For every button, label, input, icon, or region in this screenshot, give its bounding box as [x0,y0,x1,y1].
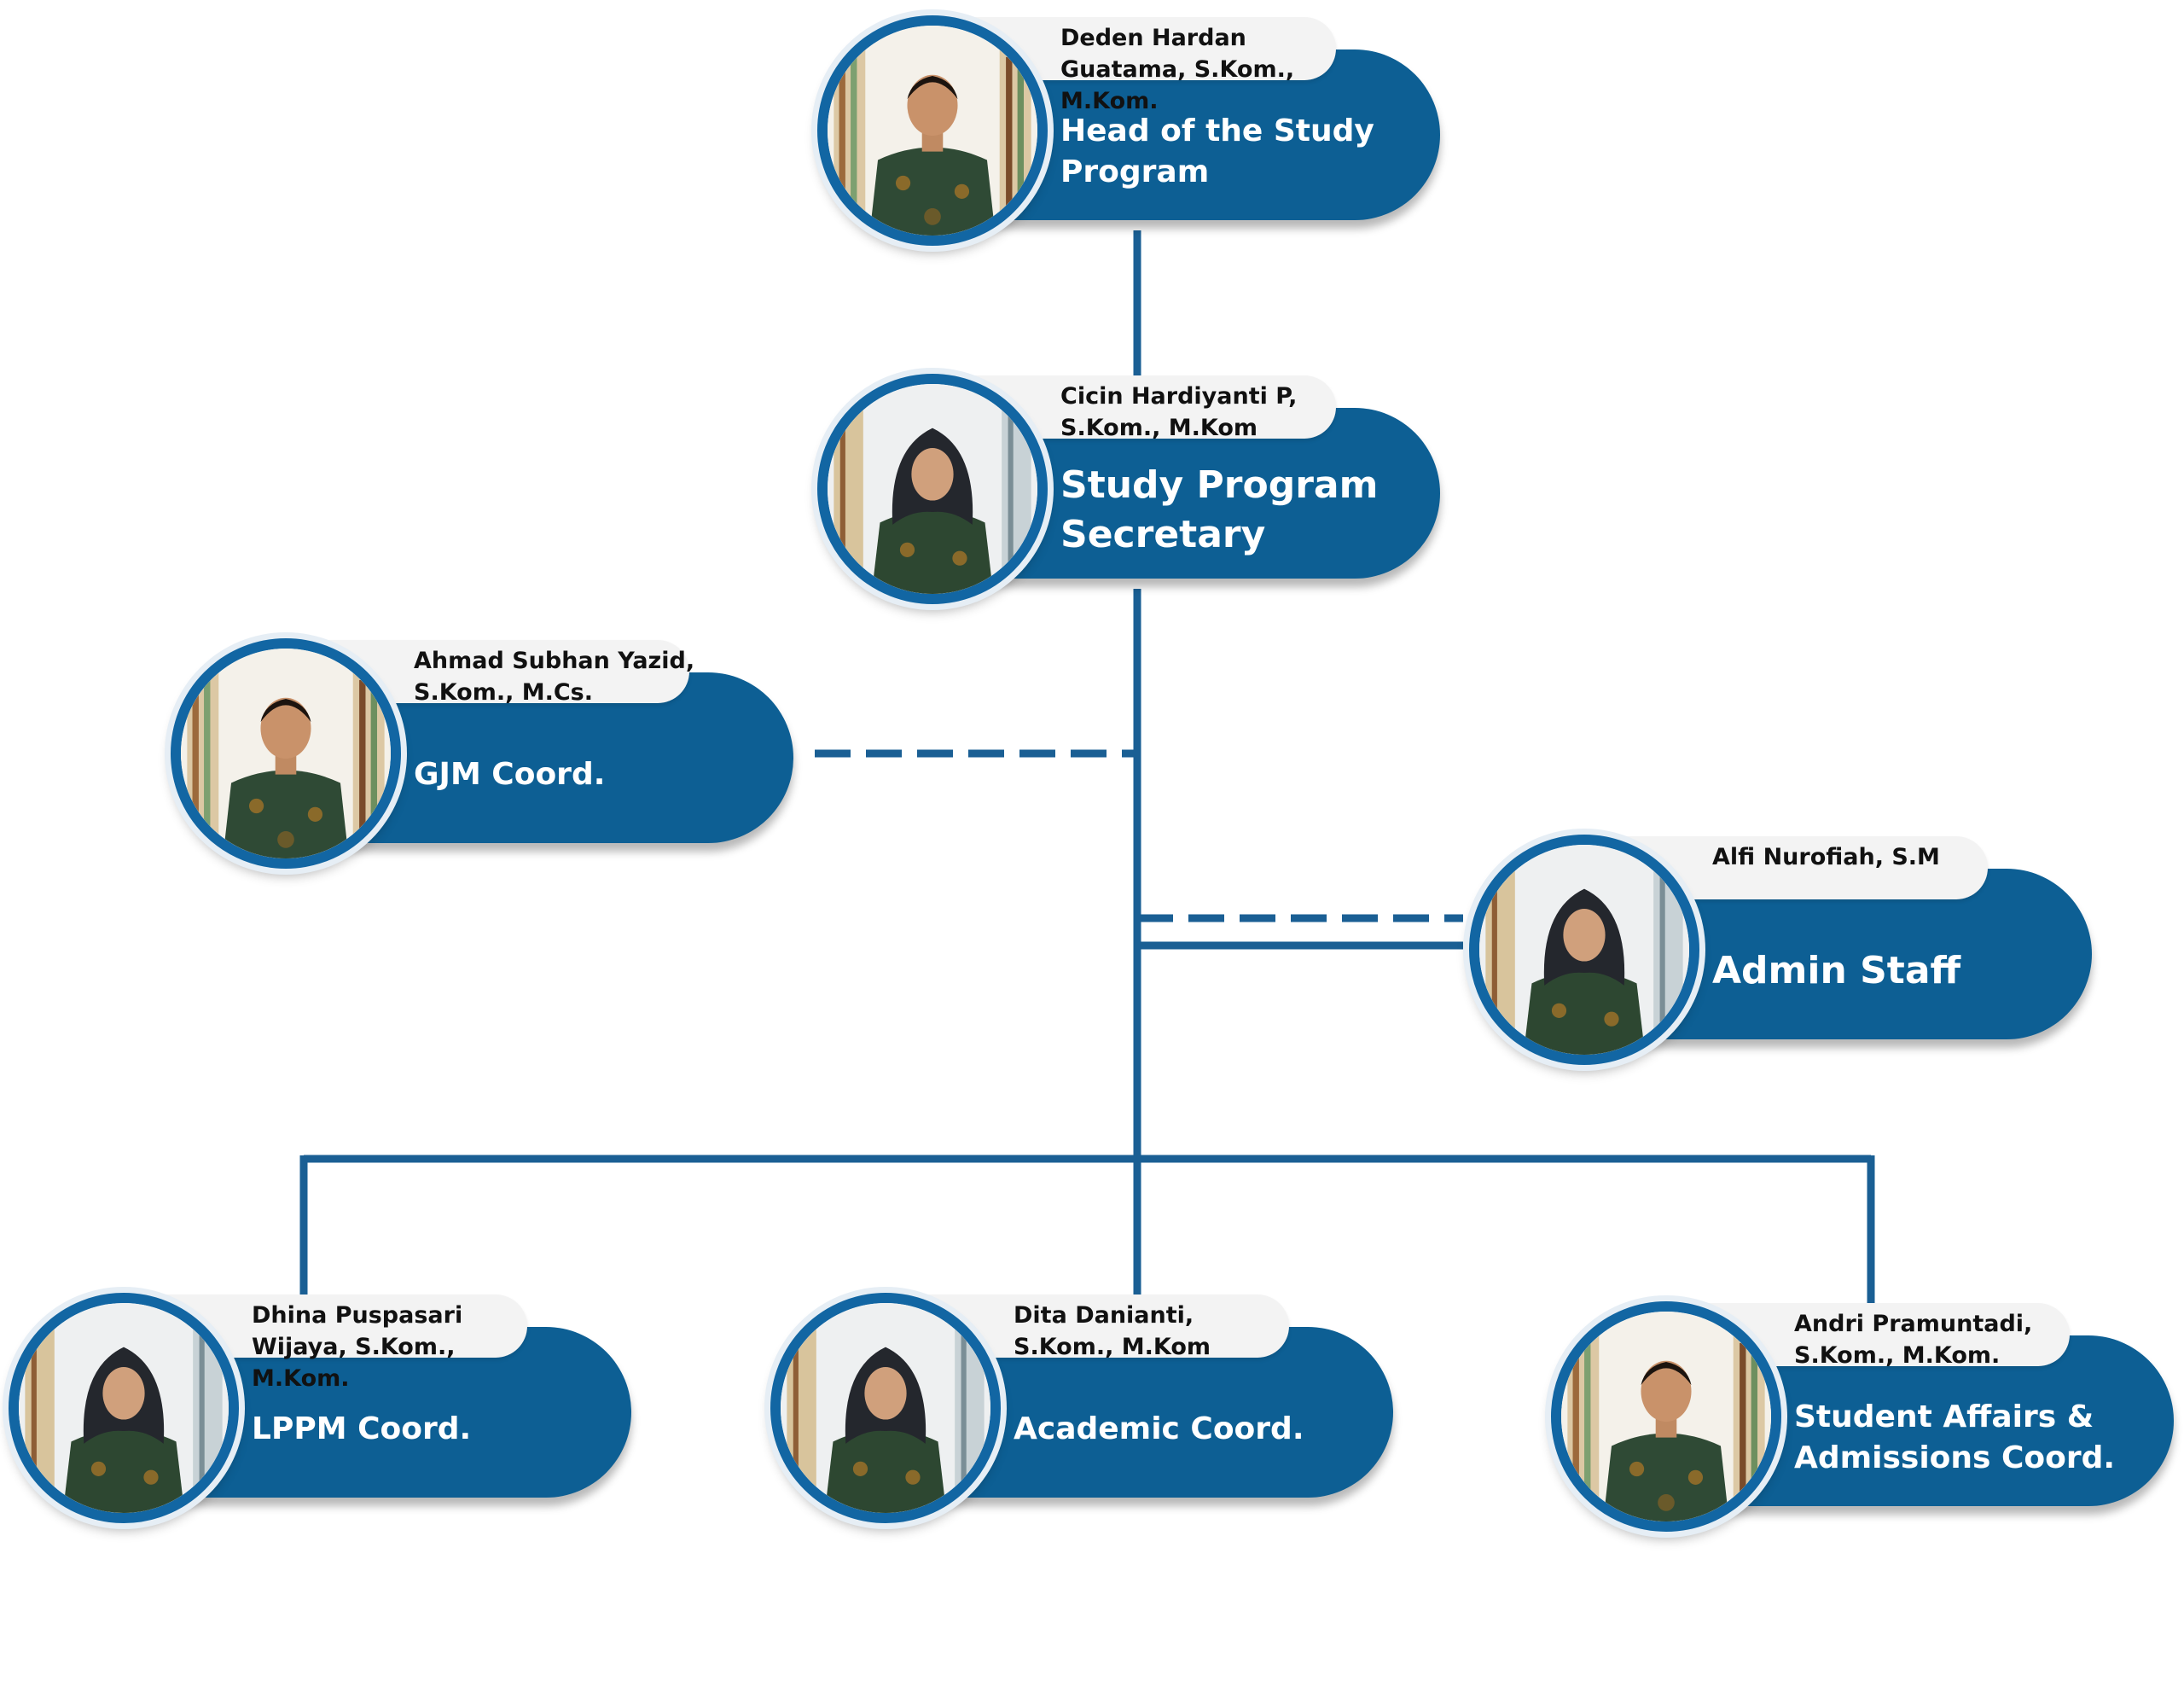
portrait-man-batik-icon [1551,1301,1781,1532]
member-name: Deden Hardan Guatama, S.Kom., M.Kom. [1060,25,1295,114]
card-gjm-coord: Ahmad Subhan Yazid, S.Kom., M.Cs. GJM Co… [171,630,802,877]
portrait-woman-hijab-holding-book-icon [9,1293,239,1523]
card-student-affairs-coord: Andri Pramuntadi, S.Kom., M.Kom. Student… [1551,1293,2182,1540]
portrait-woman-hijab-holding-book-icon [770,1293,1001,1523]
portrait-woman-hijab-batik-icon [817,374,1048,604]
member-name: Alfi Nurofiah, S.M [1712,844,1940,870]
member-name: Ahmad Subhan Yazid, S.Kom., M.Cs. [414,648,695,706]
portrait-woman-hijab-batik-icon [1469,835,1699,1065]
member-role: Admin Staff [1712,949,1961,992]
member-role: Head of the Study Program [1060,113,1374,189]
member-role: Student Affairs & Admissions Coord. [1794,1399,2116,1475]
card-lppm-coord: Dhina Puspasari Wijaya, S.Kom., M.Kom. L… [9,1284,640,1532]
member-role: Academic Coord. [1014,1411,1304,1446]
card-academic-coord: Dita Danianti, S.Kom., M.Kom Academic Co… [770,1284,1402,1532]
member-name: Dita Danianti, S.Kom., M.Kom [1014,1302,1211,1360]
member-role: GJM Coord. [414,757,606,792]
portrait-man-batik-holding-book-icon [817,15,1048,246]
card-head: Deden Hardan Guatama, S.Kom., M.Kom. Hea… [817,7,1449,254]
member-name: Andri Pramuntadi, S.Kom., M.Kom. [1794,1311,2033,1369]
member-name: Cicin Hardiyanti P, S.Kom., M.Kom [1060,383,1298,441]
member-role: Study Program Secretary [1060,463,1379,556]
card-admin-staff: Alfi Nurofiah, S.M Admin Staff [1469,826,2100,1073]
portrait-man-batik-arms-crossed-icon [171,638,401,869]
card-secretary: Cicin Hardiyanti P, S.Kom., M.Kom Study … [817,365,1449,613]
member-role: LPPM Coord. [252,1411,472,1446]
member-name: Dhina Puspasari Wijaya, S.Kom., M.Kom. [252,1302,463,1392]
